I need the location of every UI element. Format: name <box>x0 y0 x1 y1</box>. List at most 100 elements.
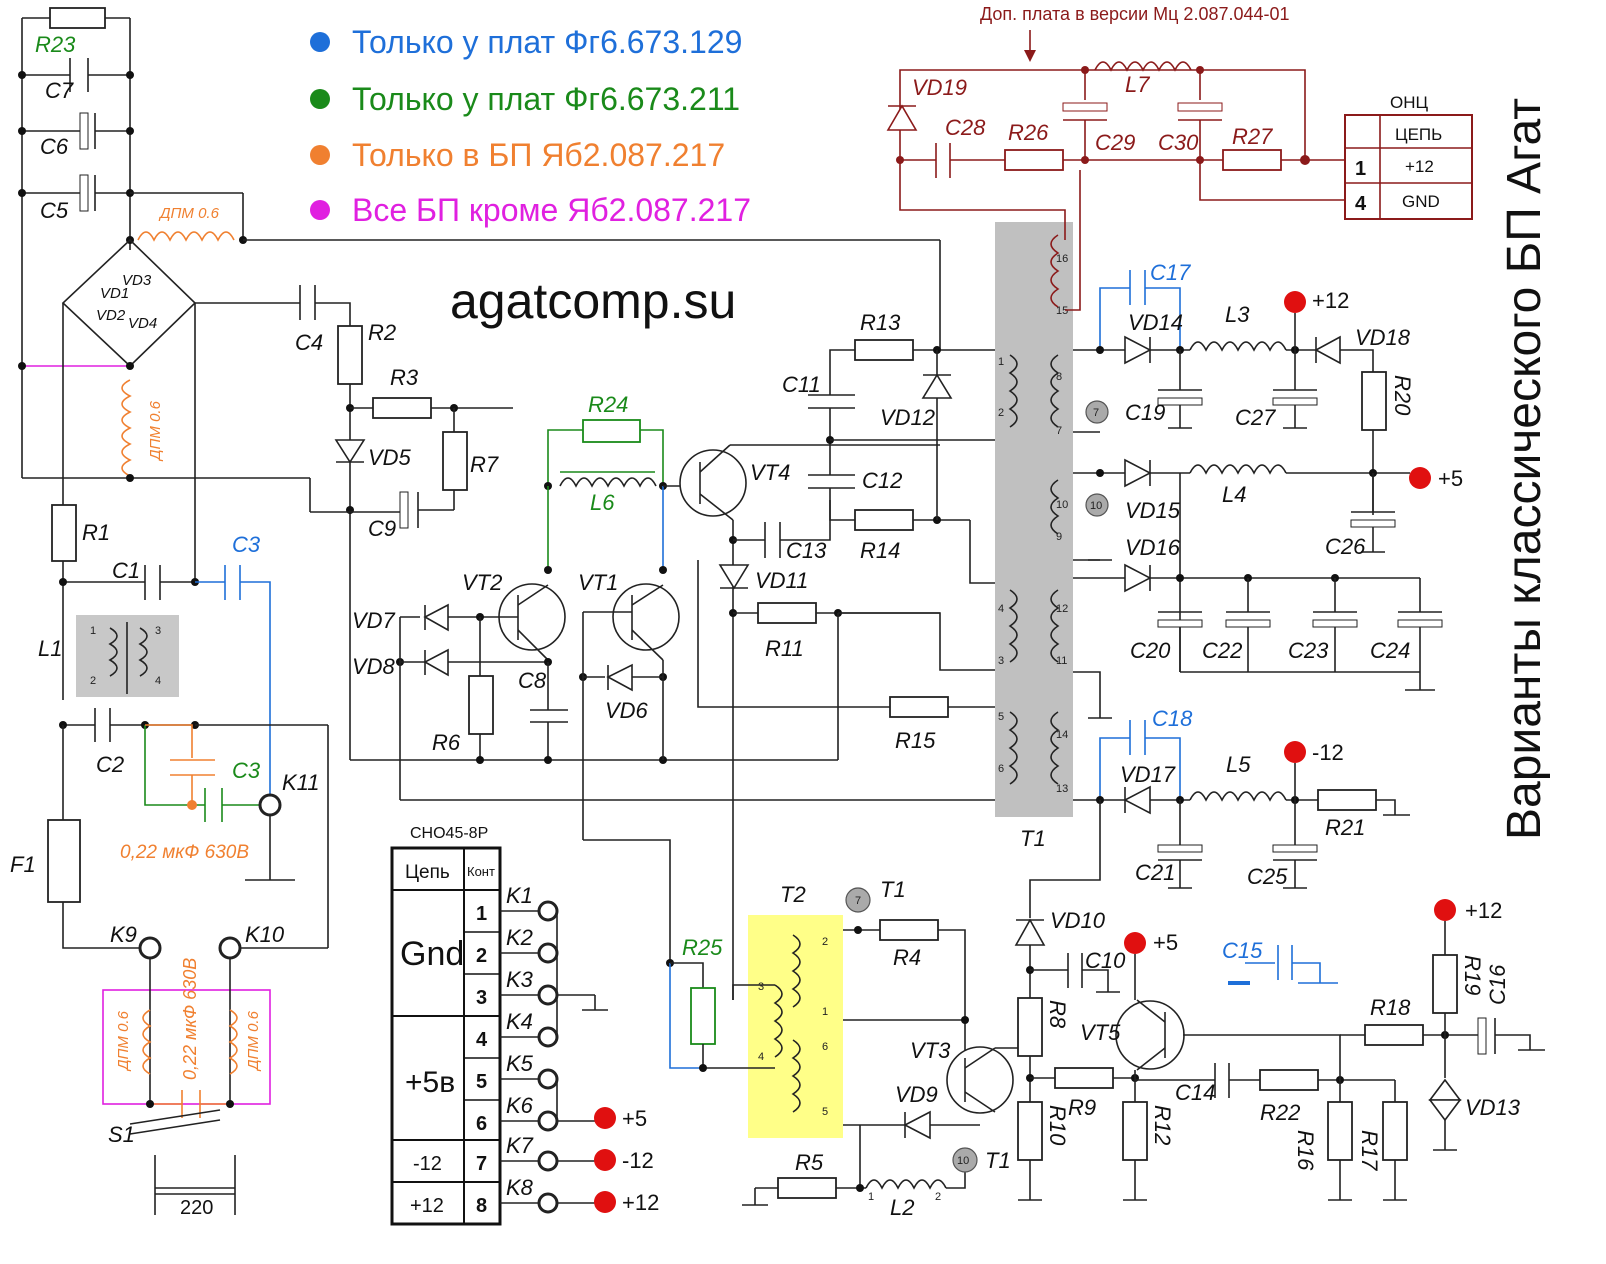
R6-label: R6 <box>432 730 461 755</box>
R16-body <box>1327 1101 1353 1161</box>
tp7-T2: 7 <box>855 895 861 907</box>
R5-body <box>777 1177 837 1199</box>
svg-text:10: 10 <box>1056 499 1068 511</box>
C5-label: C5 <box>40 198 69 223</box>
minus12-top: -12 <box>1312 740 1344 765</box>
C22-label: C22 <box>1202 638 1242 663</box>
C29-label: C29 <box>1095 130 1135 155</box>
R21-body <box>1317 789 1377 811</box>
dpm-right-label: ДПМ 0.6 <box>245 1010 262 1072</box>
onc-header: ЦЕПЬ <box>1395 125 1442 144</box>
dpm-mid-label: ДПМ 0.6 <box>147 400 164 462</box>
connector-title: СНО45-8Р <box>410 825 488 842</box>
input-section: R23 C7 C6 C5 ДПМ 0.6 VD3 VD1 VD2 VD4 ДПМ… <box>10 7 941 1219</box>
R27-label: R27 <box>1232 124 1273 149</box>
R12-body <box>1122 1101 1148 1161</box>
R20-label: R20 <box>1390 375 1415 416</box>
legend-item-3: Только в БП Яб2.087.217 <box>352 137 725 173</box>
T2-core <box>748 915 843 1138</box>
VD14-label: VD14 <box>1128 310 1183 335</box>
svg-text:2: 2 <box>822 936 828 948</box>
plus12-bottom: +12 <box>1465 898 1502 923</box>
L6-label: L6 <box>590 490 615 515</box>
R3-body <box>372 397 432 419</box>
C18-label: C18 <box>1152 706 1193 731</box>
R20-body <box>1361 371 1387 431</box>
VD10-label: VD10 <box>1050 908 1106 933</box>
svg-text:1: 1 <box>868 1191 874 1203</box>
svg-text:9: 9 <box>1056 531 1062 543</box>
svg-text:7: 7 <box>1056 425 1062 437</box>
plus12-top: +12 <box>1312 288 1349 313</box>
K9-label: K9 <box>110 922 137 947</box>
R19-body <box>1432 954 1458 1014</box>
T1-core <box>995 222 1073 817</box>
VD2-label: VD2 <box>96 307 126 324</box>
svg-text:6: 6 <box>998 763 1004 775</box>
svg-text:11: 11 <box>1056 655 1067 667</box>
contact-K7: K7 <box>506 1133 534 1158</box>
R2-label: R2 <box>368 320 396 345</box>
R14-label: R14 <box>860 538 900 563</box>
svg-text:12: 12 <box>1056 603 1068 615</box>
contact-K4: K4 <box>506 1009 533 1034</box>
VD18-label: VD18 <box>1355 325 1411 350</box>
R12-label: R12 <box>1150 1105 1175 1145</box>
C3-top-label: C3 <box>232 532 261 557</box>
contacts: +5 -12 +12 K1 K2 K3 K4 K5 K6 K7 K8 <box>500 883 659 1215</box>
C6-label: C6 <box>40 134 69 159</box>
C28-label: C28 <box>945 115 986 140</box>
tp-T1-1: T1 <box>880 877 906 902</box>
C24-label: C24 <box>1370 638 1410 663</box>
svg-text:2: 2 <box>998 407 1004 419</box>
VD6-label: VD6 <box>605 698 649 723</box>
L4-label: L4 <box>1222 482 1246 507</box>
VD8-label: VD8 <box>352 654 396 679</box>
R18-label: R18 <box>1370 995 1411 1020</box>
onc-row2-num: 4 <box>1355 193 1367 215</box>
R23-body <box>49 7 106 29</box>
R13-label: R13 <box>860 310 901 335</box>
T1-label: T1 <box>1020 826 1046 851</box>
R6-body <box>468 675 494 735</box>
legend-item-1: Только у плат Фг6.673.129 <box>352 24 742 60</box>
conn-net-m12: -12 <box>413 1153 442 1175</box>
cap-bank <box>1157 578 1443 691</box>
R4-label: R4 <box>893 945 921 970</box>
R21-label: R21 <box>1325 815 1365 840</box>
R18-body <box>1364 1024 1424 1046</box>
VT2-label: VT2 <box>462 570 502 595</box>
contact-K2: K2 <box>506 925 533 950</box>
legend-item-2: Только у плат Фг6.673.211 <box>352 81 740 117</box>
C14-label: C14 <box>1175 1080 1215 1105</box>
onc-row2-net: GND <box>1402 192 1440 211</box>
contact-K1: K1 <box>506 883 533 908</box>
R2-body <box>337 325 363 385</box>
legend-dot-blue <box>310 32 330 52</box>
R5-label: R5 <box>795 1150 824 1175</box>
site-label: agatcomp.su <box>450 273 736 329</box>
L5-label: L5 <box>1226 752 1251 777</box>
conn-pin-7: 7 <box>476 1153 487 1175</box>
R8-label: R8 <box>1045 1000 1070 1029</box>
R4-body <box>879 919 939 941</box>
C9-label: C9 <box>368 516 396 541</box>
svg-text:14: 14 <box>1056 729 1068 741</box>
VD11-label: VD11 <box>755 568 808 593</box>
svg-text:1: 1 <box>822 1006 828 1018</box>
C17-label: C17 <box>1150 260 1191 285</box>
C20-label: C20 <box>1130 638 1171 663</box>
VT3-label: VT3 <box>910 1038 951 1063</box>
VT5-label: VT5 <box>1080 1020 1121 1045</box>
tp10: 10 <box>1090 500 1102 512</box>
VD4-label: VD4 <box>128 315 157 332</box>
control-section: C4 R2 R3 R7 VD5 C9 R24 L6 <box>280 285 1000 1000</box>
legend-dot-green <box>310 89 330 109</box>
legend-item-4: Все БП кроме Яб2.087.217 <box>352 192 751 228</box>
C26-label: C26 <box>1325 534 1366 559</box>
C3-green-label: C3 <box>232 758 261 783</box>
VD1-label: VD1 <box>100 285 129 302</box>
R10-label: R10 <box>1045 1105 1070 1146</box>
L2-label: L2 <box>890 1195 914 1220</box>
S1-label: S1 <box>108 1122 135 1147</box>
